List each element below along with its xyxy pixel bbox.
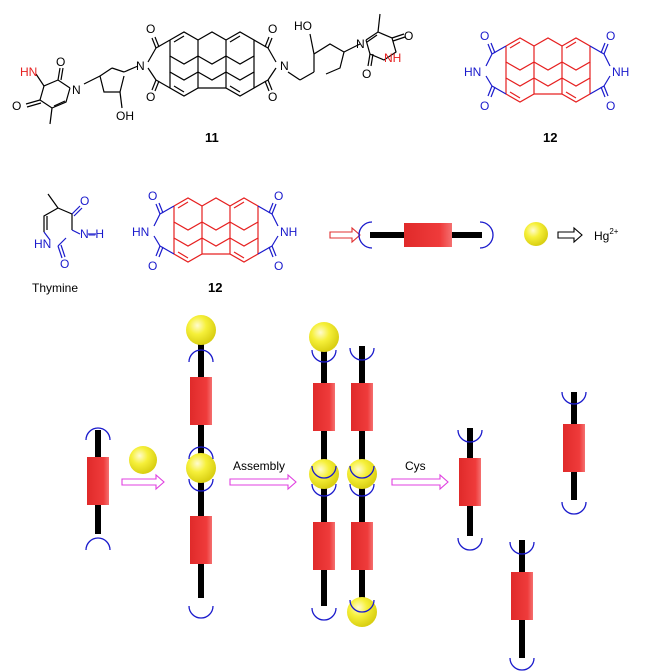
polymer-column-right (347, 346, 377, 627)
atom-o: O (12, 99, 21, 113)
atom-o: O (148, 189, 157, 203)
atom-o: O (268, 22, 277, 36)
released-monomer-3 (509, 540, 535, 671)
atom-n: N (72, 83, 81, 97)
atom-hn: HN (132, 225, 149, 239)
atom-o: O (268, 90, 277, 104)
compound-12-mid-label: 12 (208, 280, 222, 295)
atom-o: O (146, 22, 155, 36)
atom-o: O (606, 99, 615, 113)
hg-ion-ball (129, 446, 157, 474)
atom-o: O (480, 29, 489, 43)
atom-nh: N–H (80, 227, 104, 241)
atom-o: O (606, 29, 615, 43)
compound-11-atoms: O O O O N N O O HN N OH HO N O O NH (12, 19, 413, 123)
cys-label: Cys (405, 459, 426, 473)
thymine-label: Thymine (32, 281, 78, 295)
atom-o: O (80, 194, 89, 208)
atom-o: O (274, 189, 283, 203)
atom-hn: HN (464, 65, 481, 79)
atom-oh: OH (116, 109, 134, 123)
compound-12-top-structure (485, 37, 611, 103)
dimer-chain (186, 315, 216, 619)
atom-o: O (362, 67, 371, 81)
atom-o: O (146, 90, 155, 104)
atom-n: N (136, 59, 145, 73)
released-monomer-1 (457, 428, 483, 551)
monomer-single (85, 427, 111, 551)
atom-n: N (356, 37, 365, 51)
atom-o: O (56, 55, 65, 69)
arrow-assembly (229, 473, 297, 491)
hg-label: Hg2+ (594, 227, 619, 243)
atom-o: O (480, 99, 489, 113)
atom-o: O (148, 259, 157, 273)
compound-12-mid-structure (153, 197, 279, 263)
compound-11-label: 11 (205, 130, 219, 145)
rod-unit-legend (358, 221, 494, 249)
atom-hn: HN (20, 65, 37, 79)
equals-arrow-rod (329, 226, 361, 244)
atom-o: O (404, 29, 413, 43)
arrow-add-hg (121, 473, 165, 491)
compound-11-structure (25, 13, 406, 125)
arrow-cys (391, 473, 449, 491)
assembly-label: Assembly (233, 459, 285, 473)
released-monomer-2 (561, 391, 587, 515)
atom-o: O (274, 259, 283, 273)
atom-nh: NH (612, 65, 629, 79)
compound-12-mid-atoms: O O O O HN NH (132, 189, 297, 273)
hg-ion-legend-ball (524, 222, 548, 246)
thymine-structure (43, 193, 96, 259)
compound-12-top-atoms: O O O O HN NH (464, 29, 629, 113)
polymer-column-left (309, 322, 339, 621)
atom-n: N (280, 59, 289, 73)
atom-nh: NH (384, 51, 401, 65)
atom-hn: HN (34, 237, 51, 251)
atom-o: O (60, 257, 69, 271)
atom-nh: NH (280, 225, 297, 239)
atom-ho: HO (294, 19, 312, 33)
thymine-atoms: O O HN N–H (34, 194, 104, 271)
equals-arrow-hg (557, 226, 583, 244)
compound-12-top-label: 12 (543, 130, 557, 145)
